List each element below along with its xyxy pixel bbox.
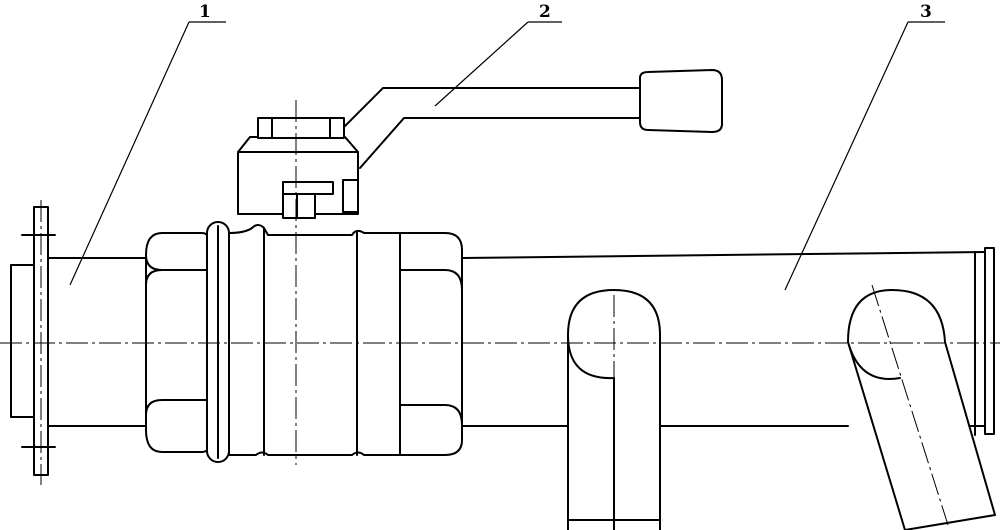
valve-body [228,224,463,456]
part-label-3: 3 [920,2,932,22]
valve-stem [237,117,359,219]
part-label-2: 2 [539,2,551,22]
part-label-1: 1 [199,2,211,22]
leader-2: 2 [434,2,562,107]
branch-pipe-angled [847,289,996,530]
seal-ring [206,221,230,463]
leader-3: 3 [784,2,945,291]
lever-handle [344,69,723,169]
center-lines [0,100,1000,530]
leader-1: 1 [69,2,226,286]
inlet-flange [10,206,56,476]
inlet-pipe [47,257,151,427]
